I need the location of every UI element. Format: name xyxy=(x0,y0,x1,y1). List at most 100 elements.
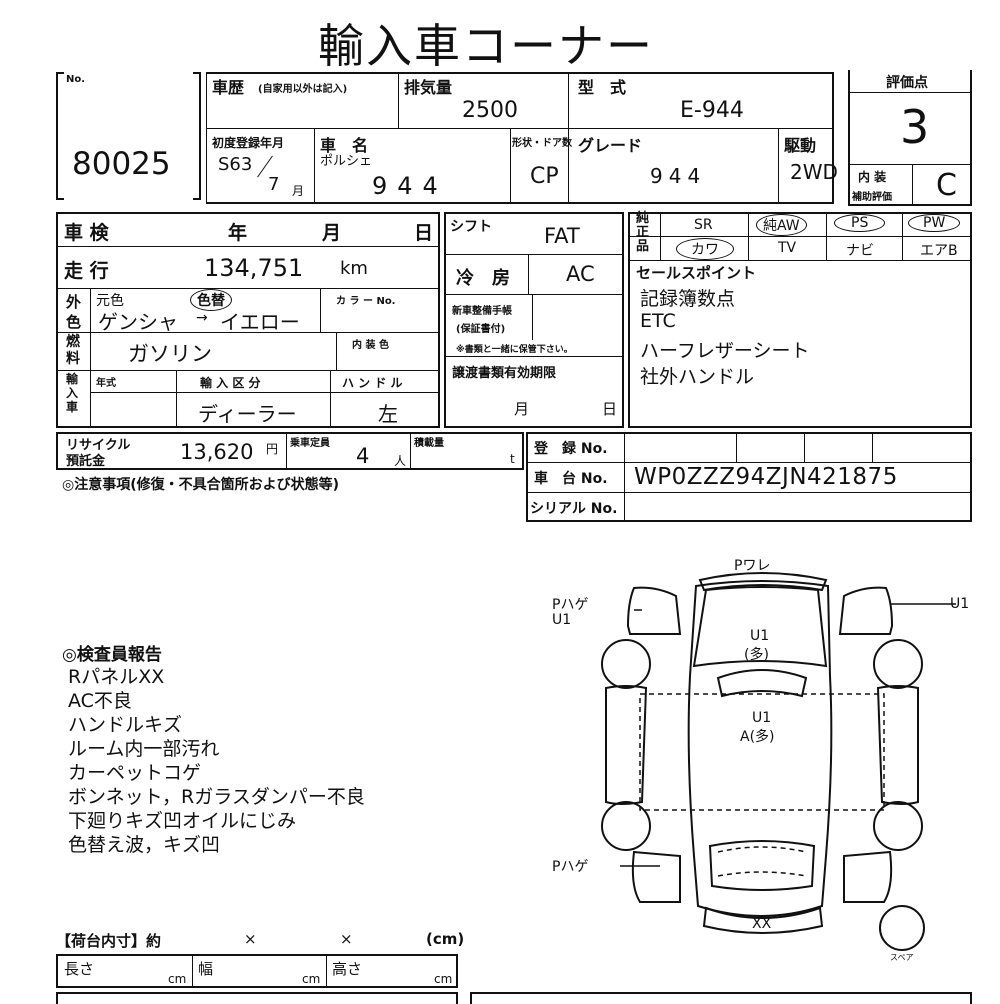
inspector-line: ボンネット，Rガラスダンパー不良 xyxy=(68,786,365,808)
recycle-label: リサイクル xyxy=(66,438,131,453)
equip-ps: PS xyxy=(834,214,886,232)
cargo-width-label: 幅 xyxy=(198,960,214,978)
inspector-line: ハンドルキズ xyxy=(68,714,183,736)
inspection-day: 日 xyxy=(414,222,434,244)
cargo-height-unit: cm xyxy=(434,972,453,986)
service-label: 新車整備手帳 xyxy=(452,306,512,317)
cargo-unit: (cm) xyxy=(426,930,465,948)
inspector-title: ◎検査員報告 xyxy=(62,645,162,665)
cargo-label: 【荷台内寸】約 xyxy=(56,932,162,950)
color-no-label: カ ラ ー No. xyxy=(336,296,396,307)
exterior-color-side: 外色 xyxy=(66,293,82,331)
mileage-unit: km xyxy=(340,258,368,279)
rating-box xyxy=(848,70,972,206)
caution-note: ◎注意事項(修復・不具合箇所および状態等) xyxy=(62,477,340,493)
lot-number-block: No. 80025 xyxy=(56,72,201,200)
cargo-height-label: 高さ xyxy=(332,960,363,978)
cargo-length-unit: cm xyxy=(168,972,187,986)
model-value: E-944 xyxy=(680,98,744,123)
color-from: ゲンシャ xyxy=(98,310,178,334)
ac-label: 冷 房 xyxy=(456,268,510,289)
mileage-label: 走 行 xyxy=(64,260,109,282)
interior-sub: 補助評価 xyxy=(852,192,892,203)
bottom-cutoff-box-left xyxy=(56,992,458,1004)
grade-label: グレード xyxy=(578,136,643,155)
header-table xyxy=(206,72,834,204)
interior-grade: C xyxy=(936,168,957,203)
serial-no-label: シリアル No. xyxy=(530,501,618,517)
inspection-label: 車 検 xyxy=(64,222,109,244)
diagram-rear-left-label: Pハゲ xyxy=(552,859,589,875)
color-changed-badge: 色替 xyxy=(190,289,232,311)
mileage-value: 134,751 xyxy=(204,254,304,282)
body-label: 形状・ドア数 xyxy=(512,138,572,149)
sales-item: 社外ハンドル xyxy=(640,366,755,388)
equip-navi: ナビ xyxy=(846,243,874,259)
cargo-table xyxy=(56,954,458,988)
shift-value: FAT xyxy=(544,224,580,248)
load-label: 積載量 xyxy=(414,438,444,449)
import-type-value: ディーラー xyxy=(198,402,297,426)
sales-item: 記録簿数点 xyxy=(640,288,736,310)
ac-value: AC xyxy=(566,262,595,286)
car-name-label: 車 名 xyxy=(320,136,369,155)
service-label2: (保証書付) xyxy=(456,324,506,335)
diagram-left-label1: Pハゲ xyxy=(552,597,589,613)
sales-label: セールスポイント xyxy=(636,264,757,282)
fuel-side: 燃料 xyxy=(66,334,80,367)
diagram-right-label: U1 xyxy=(950,596,970,612)
vehicle-info-table xyxy=(56,212,440,428)
diagram-roof-label1: U1 xyxy=(752,710,772,726)
equip-sr: SR xyxy=(694,217,713,233)
equipment-side: 純正品 xyxy=(636,211,650,254)
displacement-label: 排気量 xyxy=(404,78,453,97)
drive-value: 2WD xyxy=(790,160,838,184)
equip-leather: カワ xyxy=(676,238,734,260)
service-note: ※書類と一緒に保管下さい。 xyxy=(456,345,573,355)
month-unit: 月 xyxy=(292,184,305,198)
equip-tv: TV xyxy=(778,240,797,256)
interior-color-label: 内 装 色 xyxy=(352,340,389,351)
recycle-value: 13,620 xyxy=(180,440,254,464)
sales-item: ハーフレザーシート xyxy=(640,340,810,362)
car-damage-diagram xyxy=(601,572,956,951)
capacity-value: 4 xyxy=(356,444,370,468)
grade-value: 944 xyxy=(650,164,707,188)
body-value: CP xyxy=(530,164,559,189)
sales-item: ETC xyxy=(640,310,676,332)
cargo-x1: × xyxy=(244,930,257,948)
import-year-label: 年式 xyxy=(96,378,116,389)
orig-color-label: 元色 xyxy=(96,293,124,309)
capacity-unit: 人 xyxy=(394,454,407,468)
color-to: イエロー xyxy=(220,310,300,334)
displacement-value: 2500 xyxy=(462,98,518,123)
diagram-left-label2: U1 xyxy=(552,612,572,628)
equip-airbag: エアB xyxy=(920,243,958,259)
bottom-cutoff-box-right xyxy=(470,992,972,1004)
transfer-month: 月 xyxy=(514,400,530,418)
shift-label: シフト xyxy=(450,219,492,235)
registration-table xyxy=(526,432,972,522)
interior-label: 内 装 xyxy=(858,170,887,184)
reg-no-label: 登 録 No. xyxy=(534,441,608,457)
first-reg-label: 初度登録年月 xyxy=(212,136,285,150)
rating-score: 3 xyxy=(900,100,930,154)
recycle-label2: 預託金 xyxy=(66,454,106,469)
transfer-label: 譲渡書類有効期限 xyxy=(452,366,557,381)
fuel-value: ガソリン xyxy=(128,342,212,366)
inspector-line: 下廻りキズ凹オイルにじみ xyxy=(68,810,297,832)
inspection-month: 月 xyxy=(322,222,342,244)
recycle-unit: 円 xyxy=(266,442,279,456)
inspector-line: 色替え波，キズ凹 xyxy=(68,834,221,856)
drive-label: 駆動 xyxy=(784,136,817,155)
diagram-hood-label1: U1 xyxy=(750,628,770,644)
diagram-hood-label2: (多) xyxy=(744,647,769,663)
transfer-day: 日 xyxy=(602,400,618,418)
capacity-label: 乗車定員 xyxy=(290,438,330,449)
history-label: 車歴 xyxy=(212,78,245,97)
inspector-line: ルーム内一部汚れ xyxy=(68,738,220,760)
diagram-roof-label2: A(多) xyxy=(740,729,775,745)
recycle-row xyxy=(56,432,524,470)
inspector-line: カーペットコゲ xyxy=(68,762,202,784)
equip-pw: PW xyxy=(908,214,961,232)
